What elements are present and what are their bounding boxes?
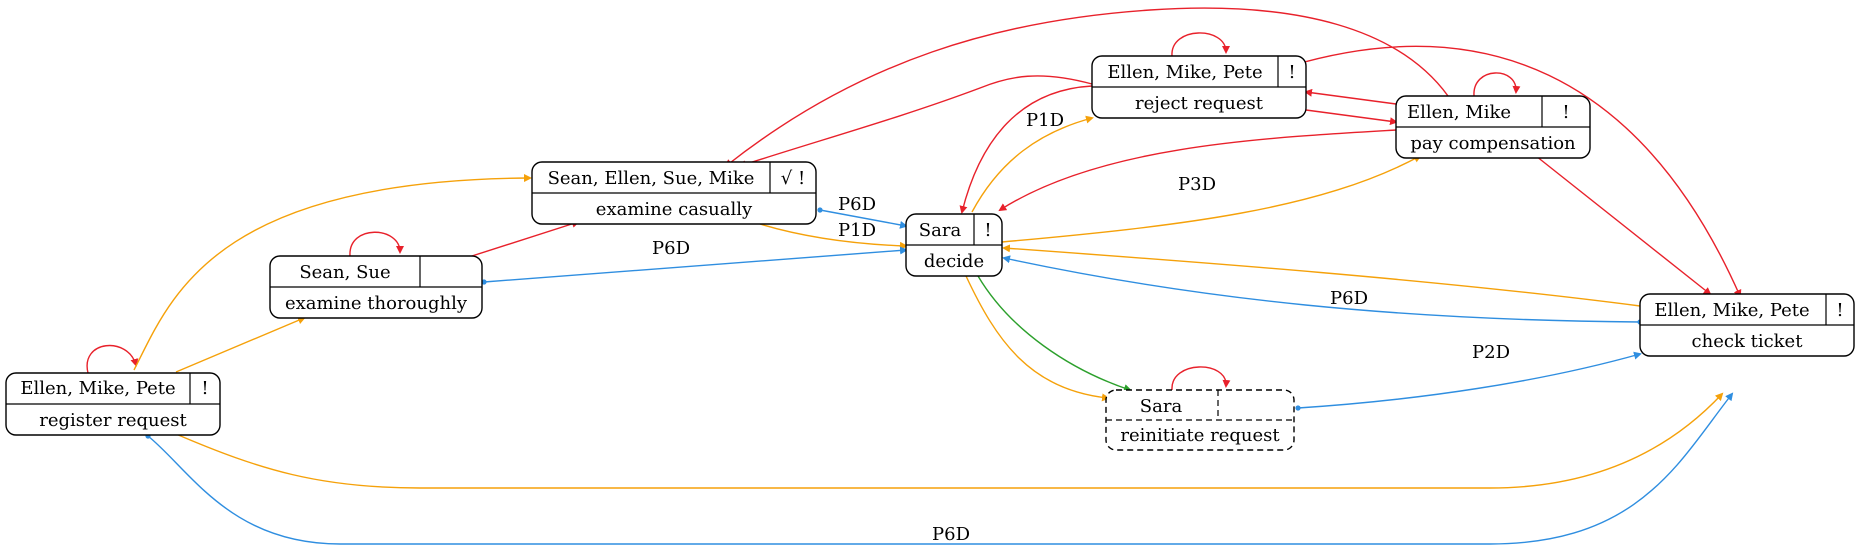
node-reinitiate-activity: reinitiate request — [1120, 425, 1280, 446]
edge-register-check — [175, 392, 1724, 489]
edge-reject-casual — [738, 75, 1093, 168]
edge-decide-pay — [1001, 155, 1422, 243]
edge-pay-casual — [724, 7, 1449, 168]
edge-reject-decide — [959, 85, 1093, 214]
edge-label-check-decide-p6d: P6D — [1330, 288, 1368, 309]
node-casual-activity: examine casually — [596, 199, 753, 220]
node-decide[interactable]: Sara ! decide — [905, 213, 1003, 277]
node-register-activity: register request — [39, 410, 187, 431]
edge-check-decide-blue — [1002, 255, 1643, 325]
node-decide-activity: decide — [924, 251, 984, 272]
node-reject-flags: ! — [1288, 62, 1295, 83]
node-pay-resources: Ellen, Mike — [1407, 102, 1511, 123]
node-decide-flags: ! — [984, 220, 991, 241]
edge-reinitiate-check — [1295, 351, 1642, 411]
edge-reject-pay — [1305, 109, 1398, 126]
edge-pay-self-loop — [1473, 72, 1521, 97]
edge-pay-reject — [1304, 88, 1397, 105]
edge-thorough-self-loop — [349, 231, 404, 257]
edge-decide-reject — [971, 115, 1094, 213]
node-pay-activity: pay compensation — [1410, 133, 1576, 154]
node-casual-resources: Sean, Ellen, Sue, Mike — [548, 168, 755, 189]
edge-reinitiate-self-loop — [1171, 366, 1231, 391]
edge-decide-reinitiate-orange — [965, 275, 1110, 402]
node-thorough-resources: Sean, Sue — [299, 262, 390, 283]
edge-pay-decide — [998, 129, 1397, 212]
edge-casual-decide-orange — [759, 223, 908, 250]
edge-label-casual-decide-p1d: P1D — [838, 220, 876, 241]
edges — [86, 7, 1742, 545]
node-register-flags: ! — [201, 378, 208, 399]
edge-casual-decide-blue — [817, 207, 908, 229]
node-check-flags: ! — [1836, 300, 1843, 321]
node-decide-resources: Sara — [919, 220, 962, 241]
node-reject-resources: Ellen, Mike, Pete — [1107, 62, 1262, 83]
node-examine-thoroughly[interactable]: Sean, Sue examine thoroughly — [269, 255, 483, 319]
edge-thorough-decide — [481, 246, 908, 285]
node-pay-compensation[interactable]: Ellen, Mike ! pay compensation — [1395, 95, 1591, 159]
edge-thorough-casual — [471, 220, 580, 257]
node-reinitiate-resources: Sara — [1140, 396, 1183, 417]
edge-label-reinitiate-check-p2d: P2D — [1472, 342, 1510, 363]
node-check-resources: Ellen, Mike, Pete — [1654, 300, 1809, 321]
node-examine-casually[interactable]: Sean, Ellen, Sue, Mike √ ! examine casua… — [531, 161, 817, 225]
edge-pay-check — [1535, 155, 1712, 296]
edge-label-thorough-decide-p6d: P6D — [652, 238, 690, 259]
edge-labels: P6D P1D P6D P1D P3D P6D P2D P6D — [652, 110, 1510, 545]
node-reject-request[interactable]: Ellen, Mike, Pete ! reject request — [1091, 55, 1307, 119]
edge-register-thorough — [175, 316, 306, 373]
node-thorough-activity: examine thoroughly — [285, 293, 468, 314]
edge-label-decide-reject-p1d: P1D — [1026, 110, 1064, 131]
node-register-request[interactable]: Ellen, Mike, Pete ! register request — [5, 372, 221, 436]
edge-register-check-blue — [145, 392, 1734, 545]
node-casual-flags: √ ! — [781, 168, 805, 189]
edge-register-self-loop — [86, 344, 139, 374]
node-pay-flags: ! — [1562, 102, 1569, 123]
edge-reject-self-loop — [1171, 32, 1230, 57]
edge-reject-check — [1289, 45, 1742, 298]
edge-label-register-check-p6d: P6D — [932, 524, 970, 545]
node-check-ticket[interactable]: Ellen, Mike, Pete ! check ticket — [1639, 293, 1855, 357]
node-reinitiate-request[interactable]: Sara reinitiate request — [1105, 389, 1295, 451]
edge-decide-reinitiate-green — [977, 275, 1132, 392]
node-check-activity: check ticket — [1692, 331, 1804, 352]
edge-register-casual — [133, 174, 532, 371]
edge-label-pay-decide-p3d: P3D — [1178, 174, 1216, 195]
node-register-resources: Ellen, Mike, Pete — [20, 378, 175, 399]
node-reject-activity: reject request — [1135, 93, 1264, 114]
edge-label-casual-decide-p6d: P6D — [838, 194, 876, 215]
